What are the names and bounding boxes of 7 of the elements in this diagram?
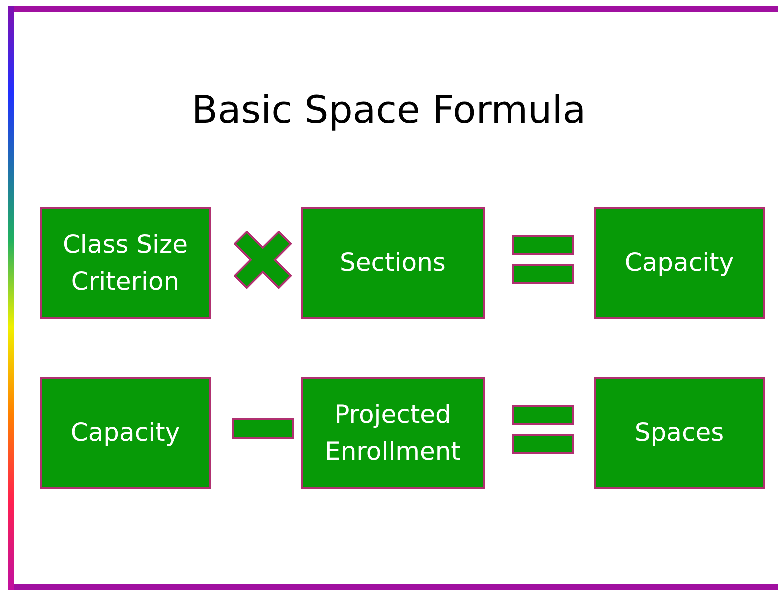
formula-term-box: Spaces [594,377,765,489]
formula-term-box: Capacity [594,207,765,319]
title: Basic Space Formula [190,88,588,132]
formula-term-box: Class Size Criterion [40,207,211,319]
formula-term-box: Capacity [40,377,211,489]
formula-term-box: Projected Enrollment [301,377,485,489]
formula-term-box: Sections [301,207,485,319]
